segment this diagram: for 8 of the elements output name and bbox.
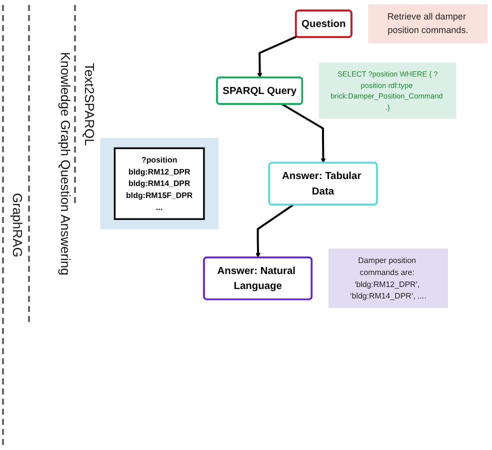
bracket-label: Knowledge Graph Question Answering — [28, 5, 72, 322]
arrow — [256, 204, 294, 258]
node-box: Retrieve all damper position commands. — [368, 4, 488, 44]
arrow — [282, 103, 326, 164]
arrow — [257, 36, 298, 78]
bracket-label: GraphRAG — [2, 5, 24, 445]
bracket-label: Text2SPARQL — [74, 5, 96, 203]
cluster — [100, 138, 218, 230]
